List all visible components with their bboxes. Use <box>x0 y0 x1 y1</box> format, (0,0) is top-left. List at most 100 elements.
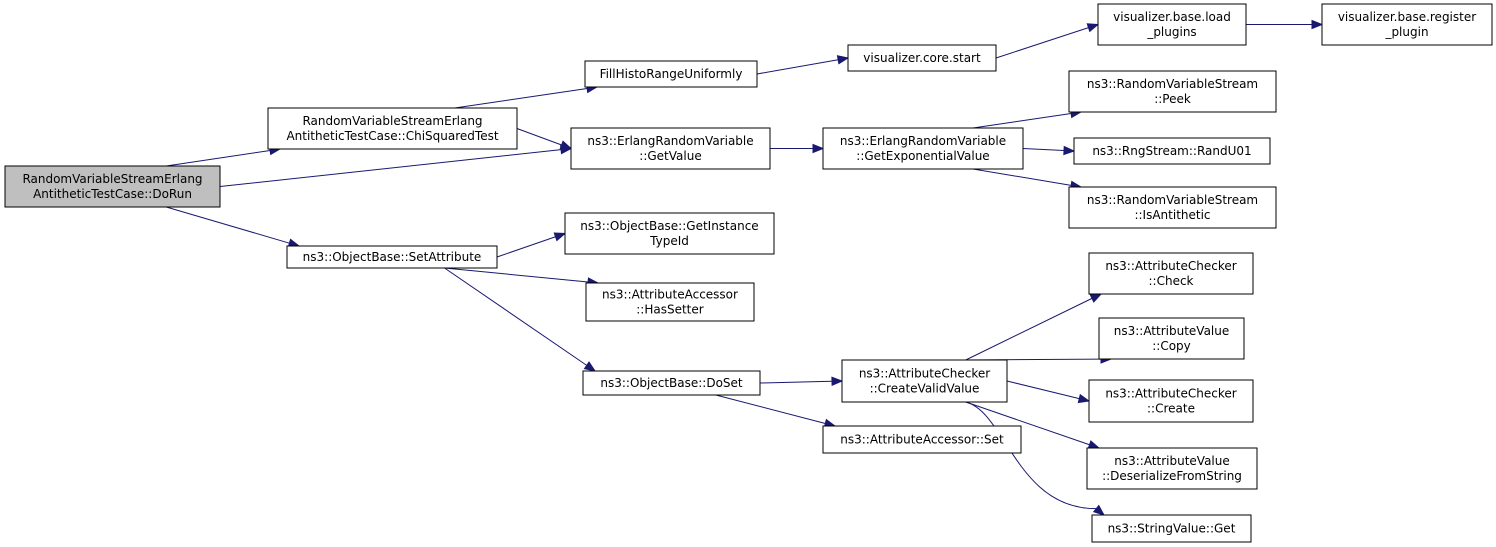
edge-fillhisto-to-vcore <box>756 55 850 75</box>
node-vreg[interactable]: visualizer.base.register_plugin <box>1321 3 1493 46</box>
node-peek[interactable]: ns3::RandomVariableStream::Peek <box>1068 70 1277 113</box>
node-box <box>1088 252 1254 295</box>
node-box <box>1086 447 1258 490</box>
node-label-line: ns3::RandomVariableStream <box>1087 193 1258 207</box>
edge-vcore-to-vload <box>995 23 1100 59</box>
node-label-line: ns3::RandomVariableStream <box>1087 77 1258 91</box>
node-label-line: AntitheticTestCase::DoRun <box>33 187 192 201</box>
node-deser[interactable]: ns3::AttributeValue::DeserializeFromStri… <box>1086 447 1258 490</box>
node-label-line: ::IsAntithetic <box>1134 208 1210 222</box>
edge-doset-to-createvalid <box>759 376 844 386</box>
edge-line <box>972 168 1072 186</box>
edge-line <box>756 59 839 75</box>
node-accset[interactable]: ns3::AttributeAccessor::Set <box>822 425 1022 454</box>
arrowhead-icon <box>1311 19 1324 30</box>
node-label-line: ns3::AttributeAccessor <box>602 288 738 302</box>
node-box <box>286 245 498 269</box>
edge-createvalid-to-create <box>1006 380 1091 404</box>
node-create[interactable]: ns3::AttributeChecker::Create <box>1088 379 1254 423</box>
edge-erlexp-to-isanti <box>972 168 1083 190</box>
node-erlget[interactable]: ns3::ErlangRandomVariable::GetValue <box>570 127 771 170</box>
node-box <box>822 425 1022 454</box>
node-box <box>1088 379 1254 423</box>
node-label-line: ::Peek <box>1154 92 1191 106</box>
edge-line <box>715 394 826 424</box>
edge-line <box>972 112 1072 129</box>
edge-line <box>166 206 290 244</box>
node-check[interactable]: ns3::AttributeChecker::Check <box>1088 252 1254 295</box>
edge-erlget-to-erlexp <box>770 143 825 154</box>
node-box <box>841 359 1008 403</box>
edge-erlexp-to-randu01 <box>1022 145 1076 156</box>
edge-setattr-to-doset <box>444 267 597 372</box>
arrowhead-icon <box>583 361 597 372</box>
arrowhead-icon <box>1063 145 1076 156</box>
node-box <box>1068 70 1277 113</box>
edge-line <box>1006 380 1080 400</box>
node-label-line: ns3::AttributeAccessor::Set <box>840 433 1004 447</box>
node-box <box>1091 514 1252 543</box>
node-label-line: ::DeserializeFromString <box>1102 469 1242 483</box>
edge-erlexp-to-peek <box>972 108 1083 129</box>
node-label-line: RandomVariableStreamErlang <box>302 114 482 128</box>
node-label-line: ns3::ObjectBase::GetInstance <box>580 219 758 233</box>
node-setattr[interactable]: ns3::ObjectBase::SetAttribute <box>286 245 498 269</box>
edge-line <box>995 27 1089 59</box>
node-box <box>822 127 1024 170</box>
node-box <box>1097 3 1247 46</box>
node-box <box>1068 186 1277 229</box>
edge-setattr-to-getinst <box>496 232 567 258</box>
node-label-line: ::GetValue <box>639 149 701 163</box>
arrowhead-icon <box>1089 293 1103 303</box>
node-label-line: ::Copy <box>1152 339 1191 353</box>
node-label-line: ns3::ErlangRandomVariable <box>587 134 753 148</box>
node-fillhisto[interactable]: FillHistoRangeUniformly <box>584 60 758 88</box>
node-dorun[interactable]: RandomVariableStreamErlangAntitheticTest… <box>4 165 221 208</box>
edge-createvalid-to-strget <box>965 401 1106 516</box>
node-label-line: ns3::StringValue::Get <box>1108 522 1236 536</box>
edge-line <box>166 149 271 167</box>
edge-line <box>516 128 562 146</box>
node-label-line: ::Create <box>1147 402 1195 416</box>
node-hassetter[interactable]: ns3::AttributeAccessor::HasSetter <box>585 282 755 322</box>
edge-line <box>444 267 589 283</box>
edge-dorun-to-chisq <box>166 145 282 167</box>
node-createvalid[interactable]: ns3::AttributeChecker::CreateValidValue <box>841 359 1008 403</box>
node-strget[interactable]: ns3::StringValue::Get <box>1091 514 1252 543</box>
node-box <box>267 107 518 150</box>
arrowhead-icon <box>1077 393 1091 404</box>
edge-dorun-to-setattr <box>166 206 301 248</box>
node-randu01[interactable]: ns3::RngStream::RandU01 <box>1073 137 1271 165</box>
node-copy[interactable]: ns3::AttributeValue::Copy <box>1098 317 1245 360</box>
node-label-line: RandomVariableStreamErlang <box>22 172 202 186</box>
node-label-line: _plugin <box>1384 25 1428 39</box>
node-label-line: visualizer.base.load <box>1113 10 1231 24</box>
node-label-line: visualizer.base.register <box>1338 10 1476 24</box>
node-vload[interactable]: visualizer.base.load_plugins <box>1097 3 1247 46</box>
node-label-line: TypeId <box>649 234 689 248</box>
node-label-line: ns3::AttributeChecker <box>1105 259 1236 273</box>
edge-line <box>444 267 588 366</box>
edge-line <box>496 236 556 258</box>
node-label-line: FillHistoRangeUniformly <box>600 67 743 81</box>
node-erlexp[interactable]: ns3::ErlangRandomVariable::GetExponentia… <box>822 127 1024 170</box>
node-label-line: ::CreateValidValue <box>870 382 980 396</box>
node-box <box>584 60 758 88</box>
node-label-line: ns3::ObjectBase::SetAttribute <box>303 250 482 264</box>
node-label-line: AntitheticTestCase::ChiSquaredTest <box>286 129 498 143</box>
edge-line <box>219 149 562 187</box>
arrowhead-icon <box>836 55 850 65</box>
node-doset[interactable]: ns3::ObjectBase::DoSet <box>582 370 761 396</box>
node-label-line: ns3::ErlangRandomVariable <box>840 134 1006 148</box>
edge-chisq-to-erlget <box>516 128 573 150</box>
arrowhead-icon <box>559 140 573 150</box>
node-box <box>582 370 761 396</box>
edge-doset-to-accset <box>715 394 837 428</box>
node-isanti[interactable]: ns3::RandomVariableStream::IsAntithetic <box>1068 186 1277 229</box>
node-label-line: _plugins <box>1146 25 1196 39</box>
node-chisq[interactable]: RandomVariableStreamErlangAntitheticTest… <box>267 107 518 150</box>
node-vcore[interactable]: visualizer.core.start <box>847 44 997 72</box>
node-box <box>1321 3 1493 46</box>
